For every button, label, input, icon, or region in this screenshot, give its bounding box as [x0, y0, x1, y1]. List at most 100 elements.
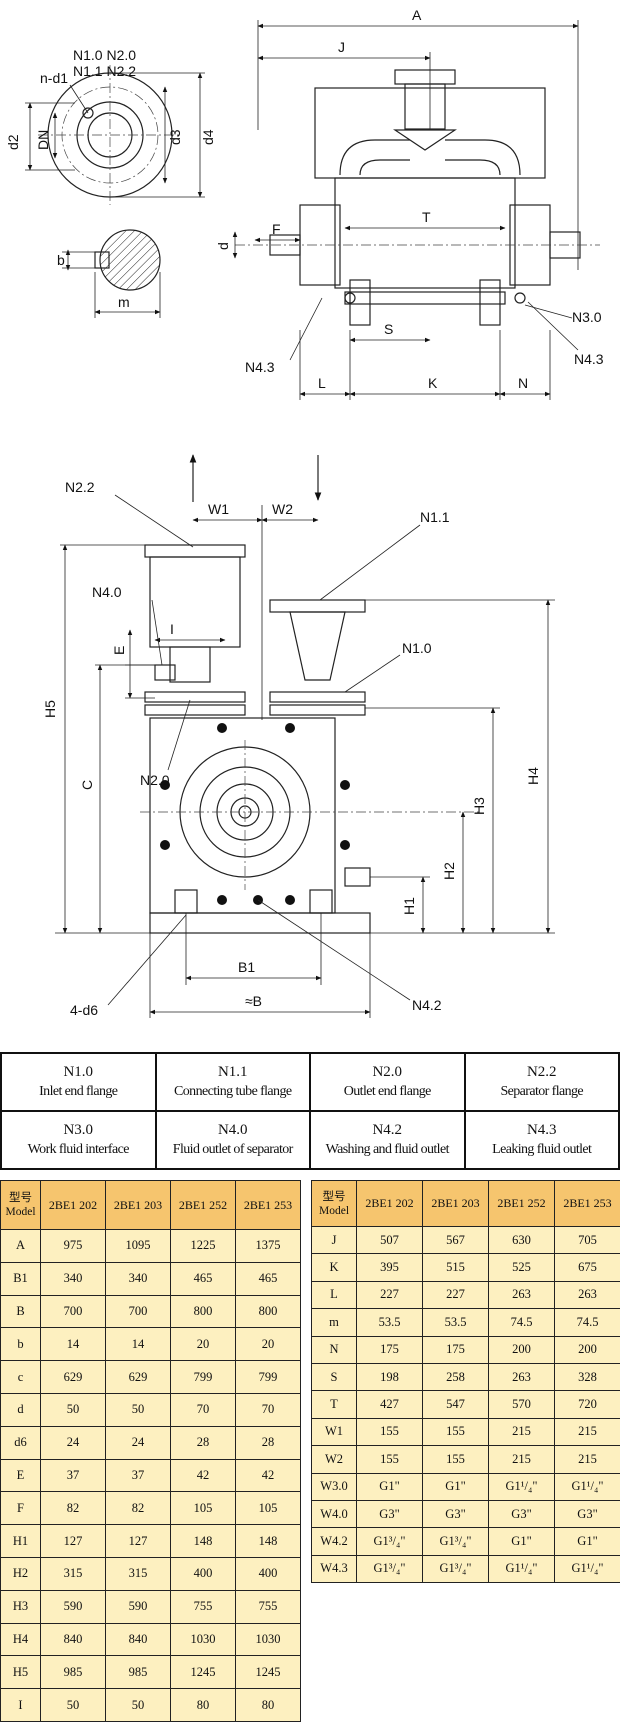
table-cell: G1"	[357, 1473, 423, 1500]
label-h1: H1	[401, 897, 417, 915]
label-w2: W2	[272, 501, 293, 517]
table-cell: 175	[357, 1336, 423, 1363]
label-n11: N1.1	[420, 509, 450, 525]
table-cell: 70	[236, 1393, 301, 1426]
label-n-d1: n-d1	[40, 70, 68, 86]
table-cell: 755	[236, 1590, 301, 1623]
table-cell: 570	[489, 1391, 555, 1418]
table-cell: 629	[106, 1361, 171, 1394]
table-cell: 340	[106, 1262, 171, 1295]
table-cell: 175	[423, 1336, 489, 1363]
label-h3: H3	[471, 797, 487, 815]
row-label: W2	[312, 1446, 357, 1473]
row-label: F	[1, 1492, 41, 1525]
header-col: 2BE1 252	[171, 1181, 236, 1230]
row-label: m	[312, 1309, 357, 1336]
table-cell: 200	[489, 1336, 555, 1363]
label-w1: W1	[208, 501, 229, 517]
table-cell: G1³/₄"	[423, 1555, 489, 1582]
table-cell: 105	[236, 1492, 301, 1525]
table-cell: 590	[106, 1590, 171, 1623]
table-cell: 148	[171, 1525, 236, 1558]
flange-detail-view: d2 DN d3 d4 n-d1 N1.0 N2.0 N1.1 N2.2	[5, 47, 216, 205]
label-h5: H5	[42, 700, 58, 718]
label-n20: N2.0	[140, 772, 170, 788]
table-cell: 1375	[236, 1230, 301, 1263]
row-label: L	[312, 1281, 357, 1308]
table-cell: G1³/₄"	[357, 1528, 423, 1555]
table-cell: 1030	[171, 1623, 236, 1656]
table-cell: 465	[171, 1262, 236, 1295]
label-l: L	[318, 375, 326, 391]
table-cell: 155	[423, 1418, 489, 1445]
table-cell: 74.5	[489, 1309, 555, 1336]
row-label: S	[312, 1363, 357, 1390]
label-d4: d4	[200, 129, 216, 145]
table-cell: 263	[555, 1281, 620, 1308]
table-cell: 395	[357, 1254, 423, 1281]
table-cell: 1245	[171, 1656, 236, 1689]
table-cell: 507	[357, 1227, 423, 1254]
table-cell: 37	[106, 1459, 171, 1492]
table-cell: 705	[555, 1227, 620, 1254]
label-f: F	[272, 221, 281, 237]
table-cell: 525	[489, 1254, 555, 1281]
table-cell: G1¹/₄"	[489, 1473, 555, 1500]
table-cell: 567	[423, 1227, 489, 1254]
label-d: d	[215, 242, 231, 250]
table-cell: G1³/₄"	[423, 1528, 489, 1555]
row-label: d	[1, 1393, 41, 1426]
label-b: b	[57, 252, 65, 268]
header-col: 2BE1 253	[236, 1181, 301, 1230]
row-label: W4.0	[312, 1500, 357, 1527]
table-cell: 20	[236, 1328, 301, 1361]
table-cell: 985	[106, 1656, 171, 1689]
table-cell: 227	[357, 1281, 423, 1308]
label-s: S	[384, 321, 393, 337]
label-k: K	[428, 375, 438, 391]
label-n30: N3.0	[572, 309, 602, 325]
label-n: N	[518, 375, 528, 391]
table-cell: 840	[106, 1623, 171, 1656]
table-cell: 53.5	[423, 1309, 489, 1336]
table-cell: 799	[236, 1361, 301, 1394]
row-label: b	[1, 1328, 41, 1361]
row-label: H5	[1, 1656, 41, 1689]
front-view: W1 W2 H5 C	[42, 455, 555, 1018]
row-label: N	[312, 1336, 357, 1363]
table-cell: 1245	[236, 1656, 301, 1689]
table-cell: G1¹/₄"	[555, 1473, 620, 1500]
table-cell: 720	[555, 1391, 620, 1418]
table-cell: 700	[41, 1295, 106, 1328]
label-i: I	[170, 621, 174, 637]
table-cell: 800	[236, 1295, 301, 1328]
label-d2: d2	[5, 134, 21, 150]
table-cell: 263	[489, 1281, 555, 1308]
table-cell: 675	[555, 1254, 620, 1281]
table-cell: 755	[171, 1590, 236, 1623]
header-col: 2BE1 252	[489, 1181, 555, 1227]
table-cell: 50	[106, 1689, 171, 1722]
table-cell: G3"	[489, 1500, 555, 1527]
